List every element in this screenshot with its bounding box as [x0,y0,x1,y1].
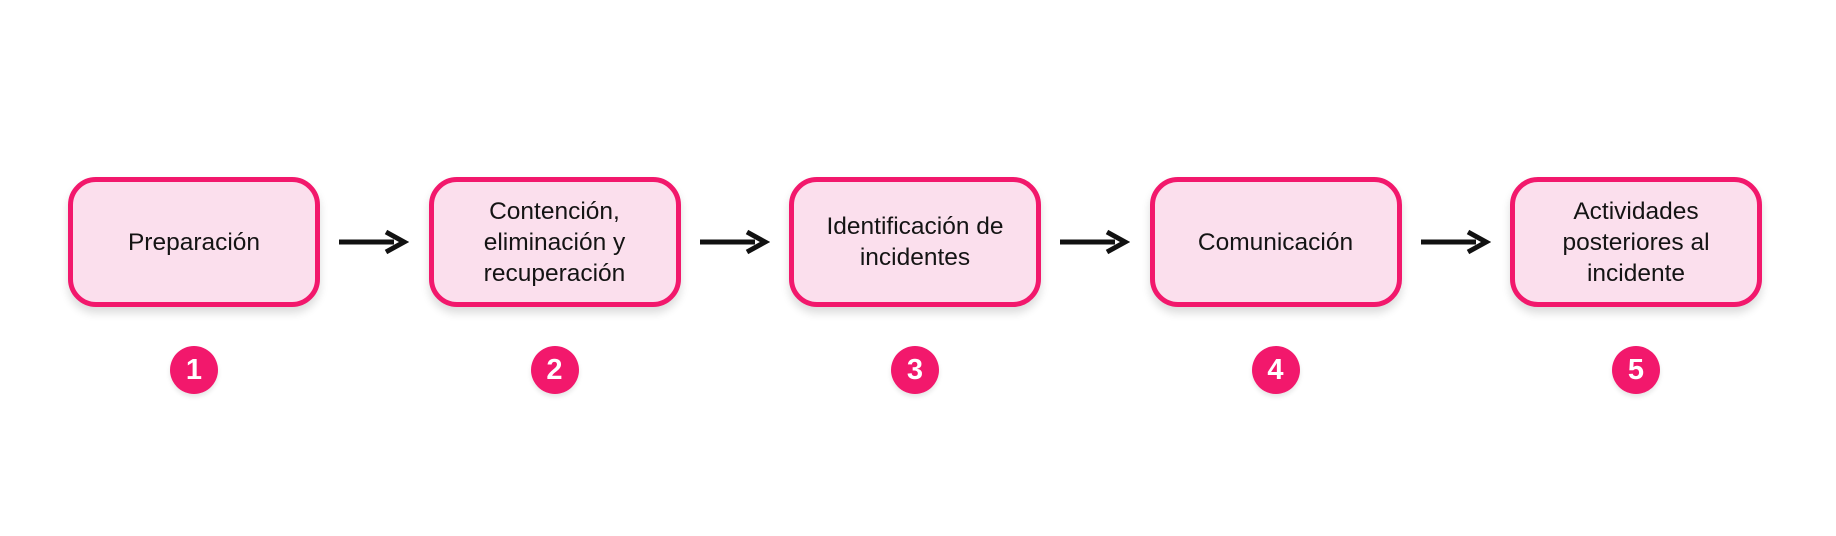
step-2: Contención, eliminación y recuperación 2 [428,177,681,394]
step-2-number-badge: 2 [530,346,579,394]
step-1-number-badge: 1 [170,346,218,394]
step-3-box: Identificación de incidentes [789,177,1041,307]
step-2-box: Contención, eliminación y recuperación [428,177,681,307]
step-5: Actividades posteriores al incidente 5 [1510,177,1762,394]
step-3-number-badge: 3 [891,346,939,394]
right-arrow-icon [1060,229,1131,255]
right-arrow-icon [1420,229,1491,255]
arrow-3-4 [1041,177,1150,307]
step-5-label: Actividades posteriores al incidente [1562,197,1710,287]
step-2-label: Contención, eliminación y recuperación [483,197,626,287]
arrow-2-3 [681,177,790,307]
step-5-number: 5 [1627,353,1645,386]
right-arrow-icon [339,229,410,255]
arrow-1-2 [320,177,429,307]
step-5-box: Actividades posteriores al incidente [1510,177,1762,307]
step-4: Comunicación 4 [1149,177,1402,394]
step-3-label: Identificación de incidentes [826,213,1004,271]
step-5-number-badge: 5 [1612,346,1660,394]
step-1-label: Preparación [127,228,261,256]
step-4-number: 4 [1267,353,1284,386]
flow-row: Preparación 1 Contención, eliminación y … [68,177,1762,394]
step-1-box: Preparación [68,177,320,307]
step-2-number: 2 [546,353,563,386]
step-4-box: Comunicación [1149,177,1402,307]
step-3: Identificación de incidentes 3 [789,177,1041,394]
step-3-number: 3 [906,353,924,386]
arrow-4-5 [1402,177,1511,307]
right-arrow-icon [699,229,770,255]
step-4-number-badge: 4 [1251,346,1300,394]
step-4-label: Comunicación [1197,228,1354,256]
step-1: Preparación 1 [68,177,320,394]
step-1-number: 1 [185,353,203,386]
